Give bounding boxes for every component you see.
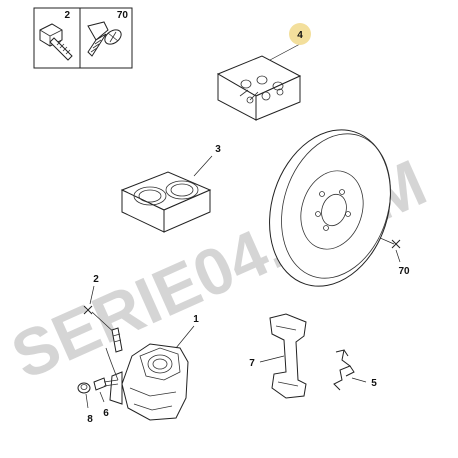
part-4-bushing-kit [216,43,302,121]
header-box-bolt: 2 [33,7,81,69]
callout-7: 7 [249,358,255,369]
part-3-seal-kit [120,155,213,233]
part-5-spring-clip [333,349,367,391]
hex-bolt-icon [39,23,73,61]
callout-70: 70 [398,266,410,277]
callout-8: 8 [87,414,93,425]
callout-1: 1 [193,314,199,325]
countersunk-screw-icon [87,21,122,57]
callout-5: 5 [371,378,377,389]
brake-disc [269,129,395,287]
part-6-bleed-screw [93,377,119,403]
part-70-screw-marker [391,239,401,263]
callout-3: 3 [215,144,221,155]
part-4-highlight-circle [289,23,311,45]
callout-4: 4 [297,30,303,41]
part-1-brake-caliper [105,325,195,421]
part-8-dust-cap [77,382,91,409]
header-label-bolt: 2 [64,10,70,21]
callout-6: 6 [103,408,109,419]
part-7-caliper-bracket [259,313,307,399]
header-box-screw: 70 [79,7,133,69]
callout-2: 2 [93,274,99,285]
header-label-screw: 70 [117,10,129,21]
